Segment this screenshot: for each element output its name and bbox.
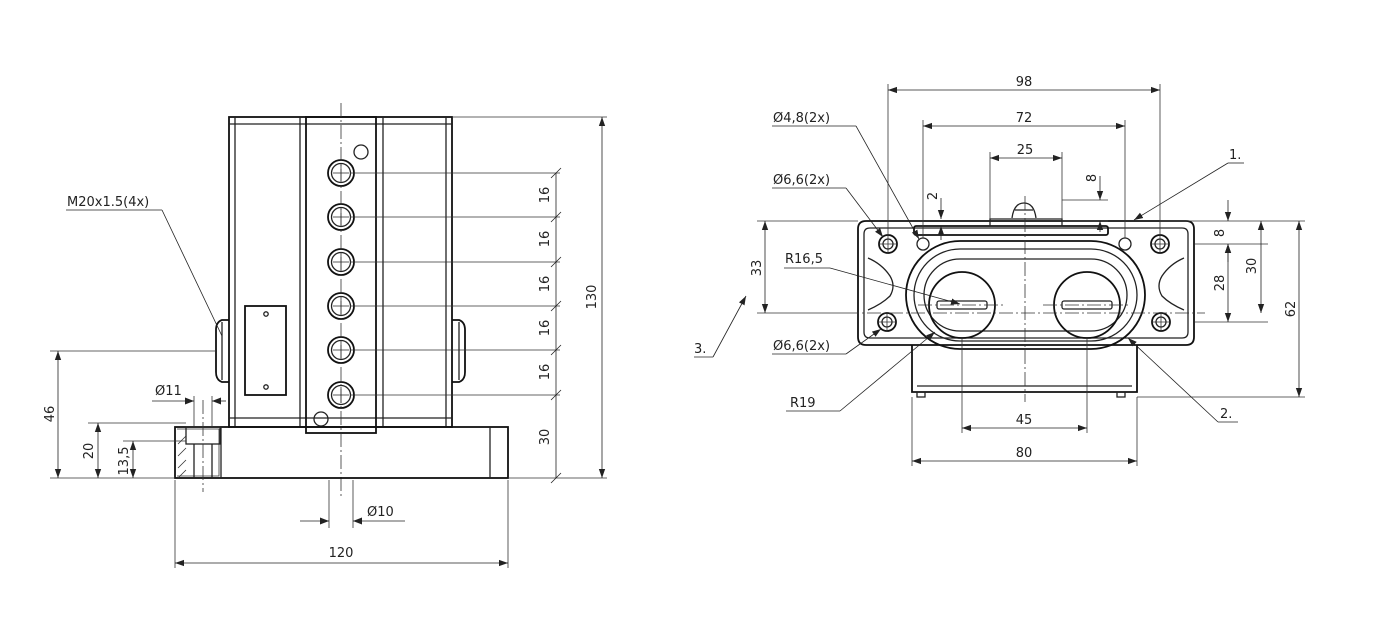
dim-dia-10: Ø10	[367, 505, 394, 520]
dimension-height-46: 46	[43, 351, 62, 478]
dim-width-120: 120	[329, 546, 354, 561]
top-view: 98 72 25 8 2 33	[694, 75, 1305, 466]
dim-height-62: 62	[1284, 301, 1299, 318]
leader-dia-4-8: Ø4,8(2x)	[772, 111, 920, 240]
dim-dia-11: Ø11	[155, 384, 182, 399]
cable-gland-right	[452, 319, 466, 383]
actuator-right	[1043, 271, 1131, 339]
top-cap	[913, 202, 1109, 236]
base-flange	[174, 400, 509, 492]
dimension-dia-11: Ø11	[152, 384, 226, 405]
dim-width-80: 80	[1016, 446, 1033, 461]
extension-lines-left	[50, 116, 607, 568]
thread-label: M20x1.5(4x)	[67, 195, 149, 210]
name-plate	[244, 305, 287, 396]
dim-radius-19: R19	[790, 396, 816, 411]
dimension-height-62: 62	[1284, 221, 1303, 397]
dim-pitch-1: 16	[538, 187, 553, 204]
side-view: 16 16 16 16 16 30 130 46 20 13,5	[43, 103, 607, 568]
dim-radius-16-5: R16,5	[785, 252, 823, 267]
dim-dia-6-6-lower: Ø6,6(2x)	[773, 339, 830, 354]
dimension-8-right: 8	[1213, 200, 1232, 262]
dim-width-25: 25	[1017, 143, 1034, 158]
callout-1: 1.	[1133, 148, 1244, 221]
dim-height-46: 46	[43, 406, 58, 423]
extension-lines-right	[757, 84, 1305, 466]
dim-dia-4-8: Ø4,8(2x)	[773, 111, 830, 126]
callout-2-label: 2.	[1220, 407, 1232, 422]
dim-8-top: 8	[1085, 174, 1100, 182]
leader-dia-6-6-upper: Ø6,6(2x)	[772, 173, 884, 238]
dim-8-right: 8	[1213, 229, 1228, 237]
dim-height-20: 20	[82, 443, 97, 460]
callout-1-label: 1.	[1229, 148, 1241, 163]
dim-height-28: 28	[1213, 275, 1228, 292]
dim-dia-6-6-upper: Ø6,6(2x)	[773, 173, 830, 188]
dim-pitch-3: 16	[538, 276, 553, 293]
dimension-width-45: 45	[962, 413, 1087, 432]
dimension-height-28: 28	[1213, 244, 1232, 322]
dimension-dia-10: Ø10	[300, 505, 405, 525]
callout-3-label: 3.	[694, 342, 706, 357]
dim-width-98: 98	[1016, 75, 1033, 90]
dim-height-13-5: 13,5	[117, 447, 132, 476]
dim-width-72: 72	[1016, 111, 1033, 126]
leader-radius-19: R19	[786, 331, 936, 412]
dimension-2: 2	[926, 192, 945, 240]
dim-pitch-5: 16	[538, 364, 553, 381]
mounting-flange	[857, 220, 1195, 346]
callout-2: 2.	[1127, 337, 1238, 423]
dimension-width-80: 80	[912, 446, 1137, 465]
callout-3: 3.	[694, 295, 747, 358]
dim-2: 2	[926, 192, 941, 200]
dim-height-33: 33	[750, 260, 765, 277]
dimension-height-130: 130	[585, 117, 606, 478]
dimension-width-120: 120	[175, 546, 508, 567]
actuator-left	[918, 271, 1006, 339]
dimension-height-20: 20	[82, 423, 102, 478]
dim-pitch-2: 16	[538, 231, 553, 248]
dim-height-30: 30	[1245, 258, 1260, 275]
dim-width-45: 45	[1016, 413, 1033, 428]
dimension-height-30: 30	[1245, 221, 1265, 313]
dim-height-130: 130	[585, 285, 600, 310]
dimension-height-13-5: 13,5	[117, 441, 137, 478]
cable-gland-left	[215, 319, 229, 383]
dimension-width-25: 25	[990, 143, 1062, 162]
leader-radius-16-5: R16,5	[784, 252, 961, 305]
dimension-height-33: 33	[750, 221, 769, 313]
dim-offset-30: 30	[538, 429, 553, 446]
leader-dia-6-6-lower: Ø6,6(2x)	[772, 328, 882, 355]
dimension-chain-right: 16 16 16 16 16 30	[538, 167, 562, 484]
dimension-width-72: 72	[923, 111, 1125, 130]
thread-leader: M20x1.5(4x)	[66, 195, 223, 337]
cover-oval	[905, 240, 1146, 350]
dim-pitch-4: 16	[538, 320, 553, 337]
lower-body	[911, 345, 1138, 398]
dimension-8-top: 8	[1085, 174, 1104, 232]
dimension-width-98: 98	[888, 75, 1160, 94]
